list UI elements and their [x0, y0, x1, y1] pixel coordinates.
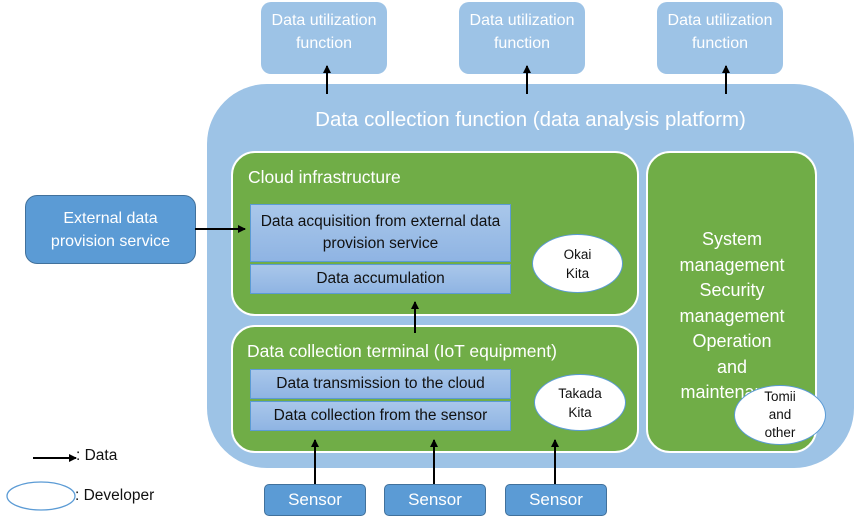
function-box-data-acquisition: Data acquisition from external data prov…	[250, 204, 511, 262]
data-collection-terminal-title: Data collection terminal (IoT equipment)	[247, 341, 557, 361]
legend-developer-label: : Developer	[75, 487, 155, 504]
legend-ellipse-icon	[6, 481, 76, 511]
function-box-data-transmission: Data transmission to the cloud	[250, 369, 511, 399]
platform-title: Data collection function (data analysis …	[315, 108, 746, 131]
external-service-label: External data provision service	[50, 209, 171, 250]
developer-label: Takada Kita	[558, 385, 602, 420]
developer-ellipse-terminal: Takada Kita	[534, 374, 626, 431]
data-utilization-box: Data utilization function	[261, 2, 387, 74]
system-management-text: System management Security management Op…	[679, 229, 785, 402]
sensor-box: Sensor	[264, 484, 366, 516]
function-label: Data collection from the sensor	[273, 407, 488, 424]
function-box-data-collection: Data collection from the sensor	[250, 401, 511, 431]
data-utilization-label: Data utilization function	[469, 12, 575, 52]
cloud-infrastructure-title: Cloud infrastructure	[248, 167, 401, 187]
developer-ellipse-system: Tomii and other	[734, 385, 826, 445]
function-box-data-accumulation: Data accumulation	[250, 264, 511, 294]
data-utilization-label: Data utilization function	[667, 12, 773, 52]
sensor-box: Sensor	[384, 484, 486, 516]
developer-label: Okai Kita	[563, 246, 592, 281]
legend-data-label: : Data	[76, 447, 118, 464]
developer-label: Tomii and other	[764, 389, 796, 440]
sensor-box: Sensor	[505, 484, 607, 516]
function-label: Data accumulation	[316, 270, 445, 287]
external-data-provision-service: External data provision service	[25, 195, 196, 264]
data-utilization-label: Data utilization function	[271, 12, 377, 52]
data-utilization-box: Data utilization function	[657, 2, 783, 74]
developer-ellipse-cloud: Okai Kita	[532, 234, 623, 293]
sensor-label: Sensor	[529, 490, 583, 509]
sensor-label: Sensor	[408, 490, 462, 509]
function-label: Data acquisition from external data prov…	[260, 213, 501, 252]
sensor-label: Sensor	[288, 490, 342, 509]
function-label: Data transmission to the cloud	[276, 375, 485, 392]
data-utilization-box: Data utilization function	[459, 2, 585, 74]
